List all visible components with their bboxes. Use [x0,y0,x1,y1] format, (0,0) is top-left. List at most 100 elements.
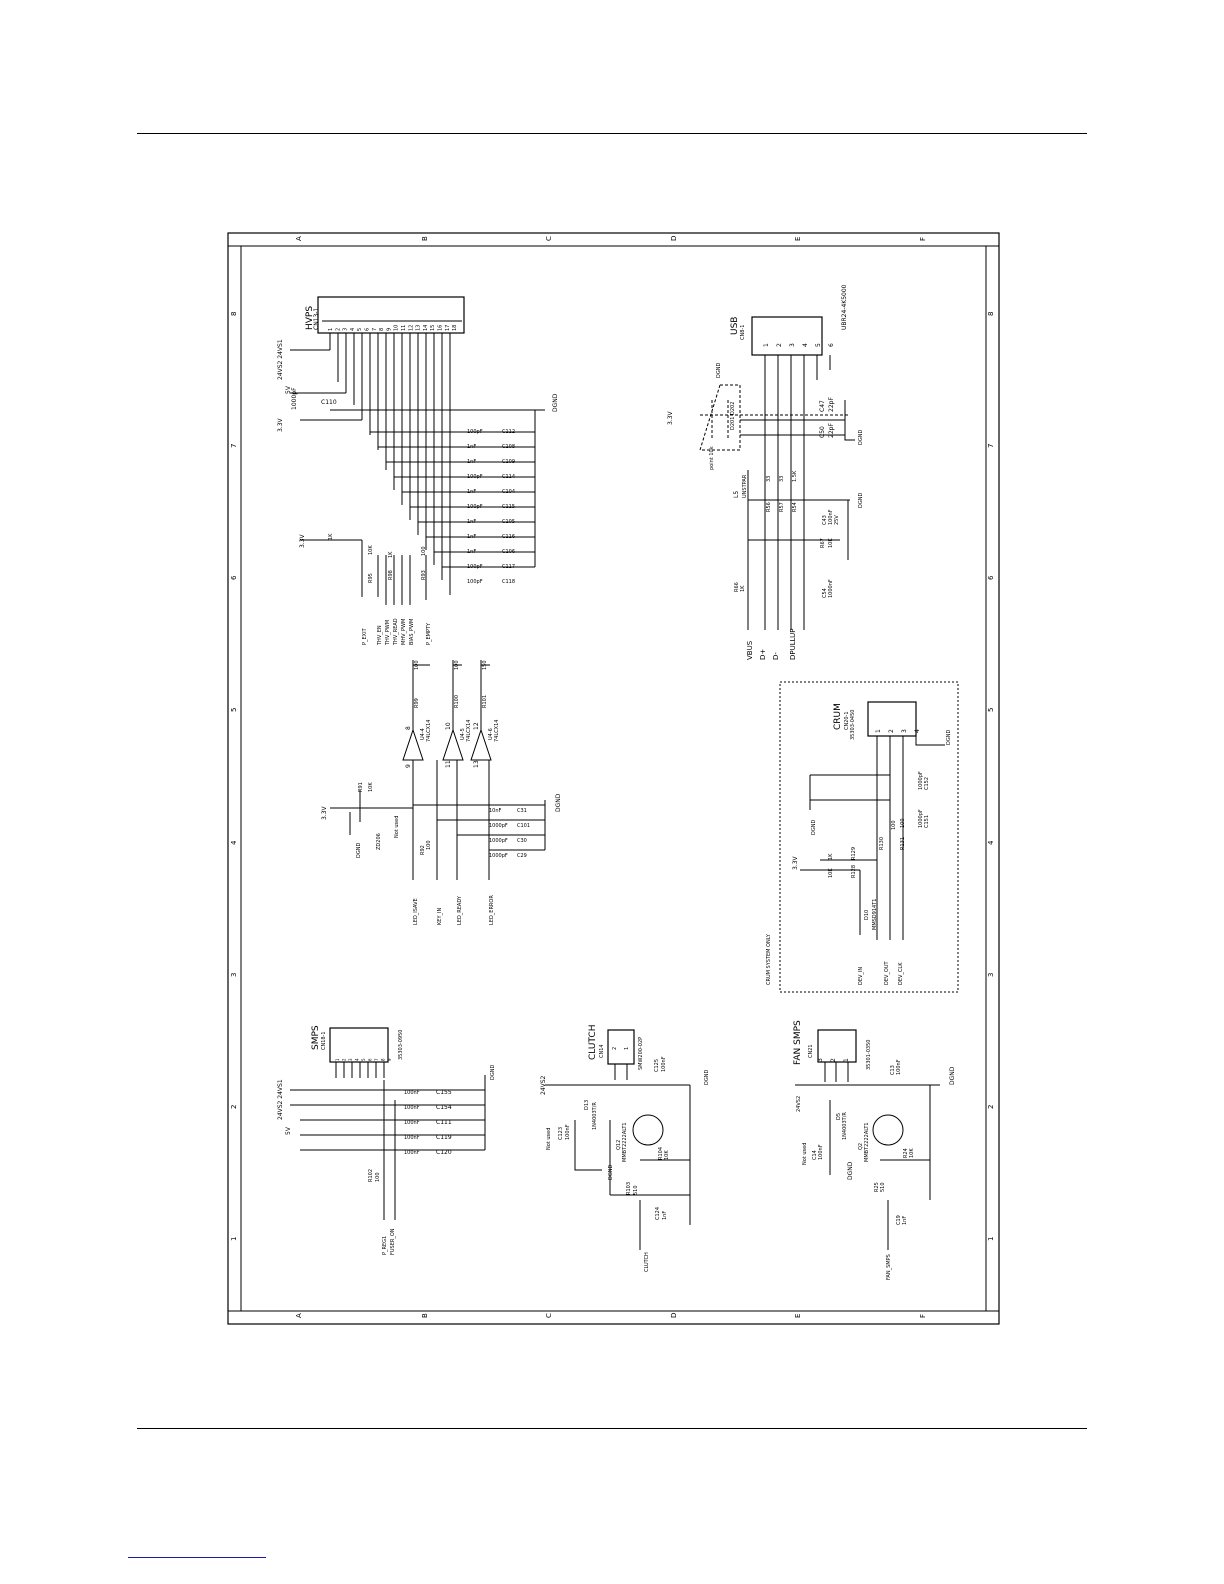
frame-col-bottom-A: A [295,1313,303,1318]
inverter-in-pin-1: 11 [445,760,452,768]
hvps-signal-thv_en: THV_EN [377,625,383,646]
clutch-c124-val: 1nF [662,1211,668,1220]
usb-c43-val: 100nF [828,509,834,525]
hvps-24v: 24VS2 24VS1 [277,339,284,380]
frame-row-left-4: 4 [230,840,238,845]
fan-ref: CN21 [808,1044,814,1058]
crum-3v3: 3.3V [792,855,799,870]
clutch-r104-val: 10K [664,1150,670,1160]
clutch-pin-2: 2 [612,1047,618,1050]
hvps-pin-18: 18 [452,325,458,331]
hvps-cap-val-C118: 100pF [467,579,483,585]
hvps-cap-ref-C104: C104 [502,489,515,495]
smps-r102-val: 100 [375,1172,381,1182]
hvps-5v: 5V [285,385,292,394]
header-rule [137,133,1087,134]
usb-pin-4: 4 [802,343,809,347]
fan-q2: Q2 [858,1143,864,1150]
hvps-cap-val-C108: 1nF [467,444,476,450]
usb-pin-5: 5 [815,343,822,347]
frame-row-right-8: 8 [987,312,995,316]
crum-note: CRUM SYSTEM ONLY [766,933,772,985]
frame-row-left-8: 8 [230,312,238,316]
crum-c152: C152 [924,777,930,790]
led-r91-val: 10K [368,782,374,792]
usb-dgnd-b: DGND [858,430,864,445]
hvps-signal-thv_read: THV_READ [393,618,399,646]
usb-signal-3: DPULLUP [789,628,797,660]
crum-r131-val: 100 [900,818,906,828]
clutch-part: SMW200-02P [638,1037,644,1070]
fan-c13-val: 100nF [896,1059,902,1075]
inverter-res-1: R100 [454,695,460,708]
frame-col-top-C: C [545,236,553,241]
smps-pin-2: 2 [342,1058,347,1061]
fan-q2-part: MMBT2222ALT1 [864,1122,870,1162]
hvps-pin-2: 2 [335,328,341,331]
clutch-d13: D13 [584,1100,590,1110]
usb-c43-v: 25V [834,515,840,525]
led-not-used: Not used [394,816,400,838]
usb-diodes: D201 D202 [730,402,736,430]
crum-r130: R130 [879,837,885,850]
hvps-3v3: 3.3V [277,417,284,432]
led-cap-ref-C31: C31 [517,808,527,814]
inverter-part-2: 74LCX14 [494,720,500,742]
usb-point: point 10k [709,446,715,470]
fan-dgnd: DGND [949,1066,956,1085]
frame-row-left-1: 1 [230,1237,238,1241]
hvps-pin-16: 16 [438,325,444,331]
hvps-cap-ref-C118: C118 [502,579,515,585]
usb-c47: C47 [819,400,826,412]
led-signal-led_error: LED_ERROR [489,895,495,925]
usb-c50-val: 22pF [828,423,835,438]
usb-l5: L5 [733,491,740,498]
clutch-ref: CN14 [599,1044,605,1058]
usb-pin-2: 2 [776,343,783,347]
fan-signal: FAN_SMPS [886,1254,892,1280]
frame-col-top-E: E [794,237,802,241]
hvps-c110: C110 [321,399,337,406]
crum-d10: D10 [864,910,870,920]
crum-c152-val: 1000pF [918,771,924,790]
smps-cap-val-C119: 100nF [404,1135,420,1141]
smps-5v: 5V [285,1126,292,1135]
fan-part: 35301-0350 [866,1040,872,1070]
clutch-q12: Q12 [616,1140,622,1150]
hvps-r98-val: 1K [388,551,394,558]
inverter-res-val-0: 100 [414,660,420,670]
hvps-signal-thv_pwm: THV_PWM [385,620,391,646]
clutch-dgnd: DGND [704,1070,710,1085]
hvps-signal-bias_pwm: BIAS_PWM [409,619,415,645]
crum-r129: R129 [851,847,857,860]
fan-title: FAN SMPS [793,1020,803,1065]
crum-dgnd-b: DGND [811,820,817,835]
hvps-title: HVPS [305,306,315,330]
smps-part: 35303-0950 [398,1030,404,1060]
clutch-pin-1: 1 [624,1047,630,1050]
smps-cap-val-C111: 100nF [404,1120,420,1126]
fan-r24: R24 [903,1148,909,1158]
frame-row-right-7: 7 [987,444,995,448]
hvps-signal-p_exit: P_EXIT [362,627,368,645]
fan-24v: 24VS2 [796,1096,802,1112]
fan-not-used: Not used [802,1143,808,1165]
crum-r130-val: 100 [891,820,897,830]
led-cap-ref-C30: C30 [517,838,527,844]
clutch-c124: C124 [655,1207,661,1220]
smps-cap-val-C155: 100nF [404,1090,420,1096]
usb-r67-val: 10K [828,538,834,548]
usb-dgnd: DGND [716,363,722,378]
crum-d10-part: MMSD914T1 [872,899,878,930]
led-r91: R91 [358,782,364,792]
led-dgnd: DGND [555,793,562,812]
smps-24v: 24VS2 24VS1 [277,1079,284,1120]
fan-c19-val: 1nF [902,1216,908,1225]
smps-pin-6: 6 [368,1058,373,1061]
usb-c43: C43 [822,515,828,525]
usb-signal-1: D+ [759,649,767,660]
hvps-r95: R95 [368,573,374,583]
hvps-r93-val: 100 [421,546,427,556]
usb-res-val-R56: 33 [766,476,772,482]
hvps-cap-val-C117: 100pF [467,564,483,570]
